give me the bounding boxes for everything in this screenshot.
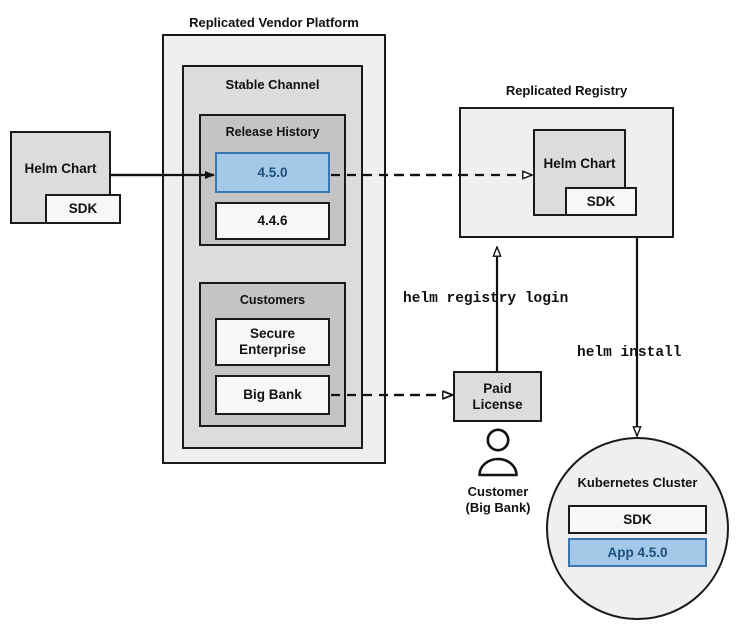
platform-title: Replicated Vendor Platform — [189, 15, 359, 30]
stable-channel-title: Stable Channel — [225, 77, 320, 92]
registry-sdk-label: SDK — [586, 193, 616, 209]
paid-license-label-line1: Paid — [483, 380, 512, 396]
kubernetes-cluster-title: Kubernetes Cluster — [577, 475, 698, 490]
release-item-4-5-0-label: 4.5.0 — [257, 164, 288, 180]
release-item-4-4-6-label: 4.4.6 — [257, 213, 288, 229]
release-history-title: Release History — [225, 125, 320, 139]
registry-title: Replicated Registry — [505, 83, 628, 98]
source-helm-chart-label: Helm Chart — [24, 160, 97, 176]
cluster-component-sdk[interactable]: SDK — [568, 505, 707, 534]
release-item-4-5-0[interactable]: 4.5.0 — [215, 152, 330, 193]
source-sdk-label: SDK — [68, 201, 98, 217]
source-sdk-box[interactable]: SDK — [45, 194, 121, 224]
cluster-component-sdk-label: SDK — [623, 511, 652, 527]
registry-box — [459, 107, 674, 238]
customer-big-bank-label: Big Bank — [243, 387, 302, 403]
paid-license-box[interactable]: Paid License — [453, 371, 542, 422]
customers-title: Customers — [239, 293, 306, 307]
cluster-component-app-label: App 4.5.0 — [607, 544, 668, 560]
registry-sdk-box[interactable]: SDK — [565, 187, 637, 216]
customer-secure-enterprise-label: Secure Enterprise — [239, 326, 306, 357]
customer-actor-line2: (Big Bank) — [465, 500, 531, 516]
paid-license-label-line2: License — [472, 396, 523, 412]
customer-big-bank[interactable]: Big Bank — [215, 375, 330, 415]
command-helm-registry-login: helm registry login — [403, 291, 569, 307]
customer-actor-caption: Customer (Big Bank) — [438, 484, 558, 517]
customer-actor-line1: Customer — [467, 484, 529, 499]
cluster-component-app[interactable]: App 4.5.0 — [568, 538, 707, 567]
registry-helm-chart-label: Helm Chart — [543, 155, 616, 171]
release-item-4-4-6[interactable]: 4.4.6 — [215, 202, 330, 240]
person-icon — [478, 428, 518, 477]
customer-secure-enterprise[interactable]: Secure Enterprise — [215, 318, 330, 366]
command-helm-install: helm install — [577, 345, 682, 361]
